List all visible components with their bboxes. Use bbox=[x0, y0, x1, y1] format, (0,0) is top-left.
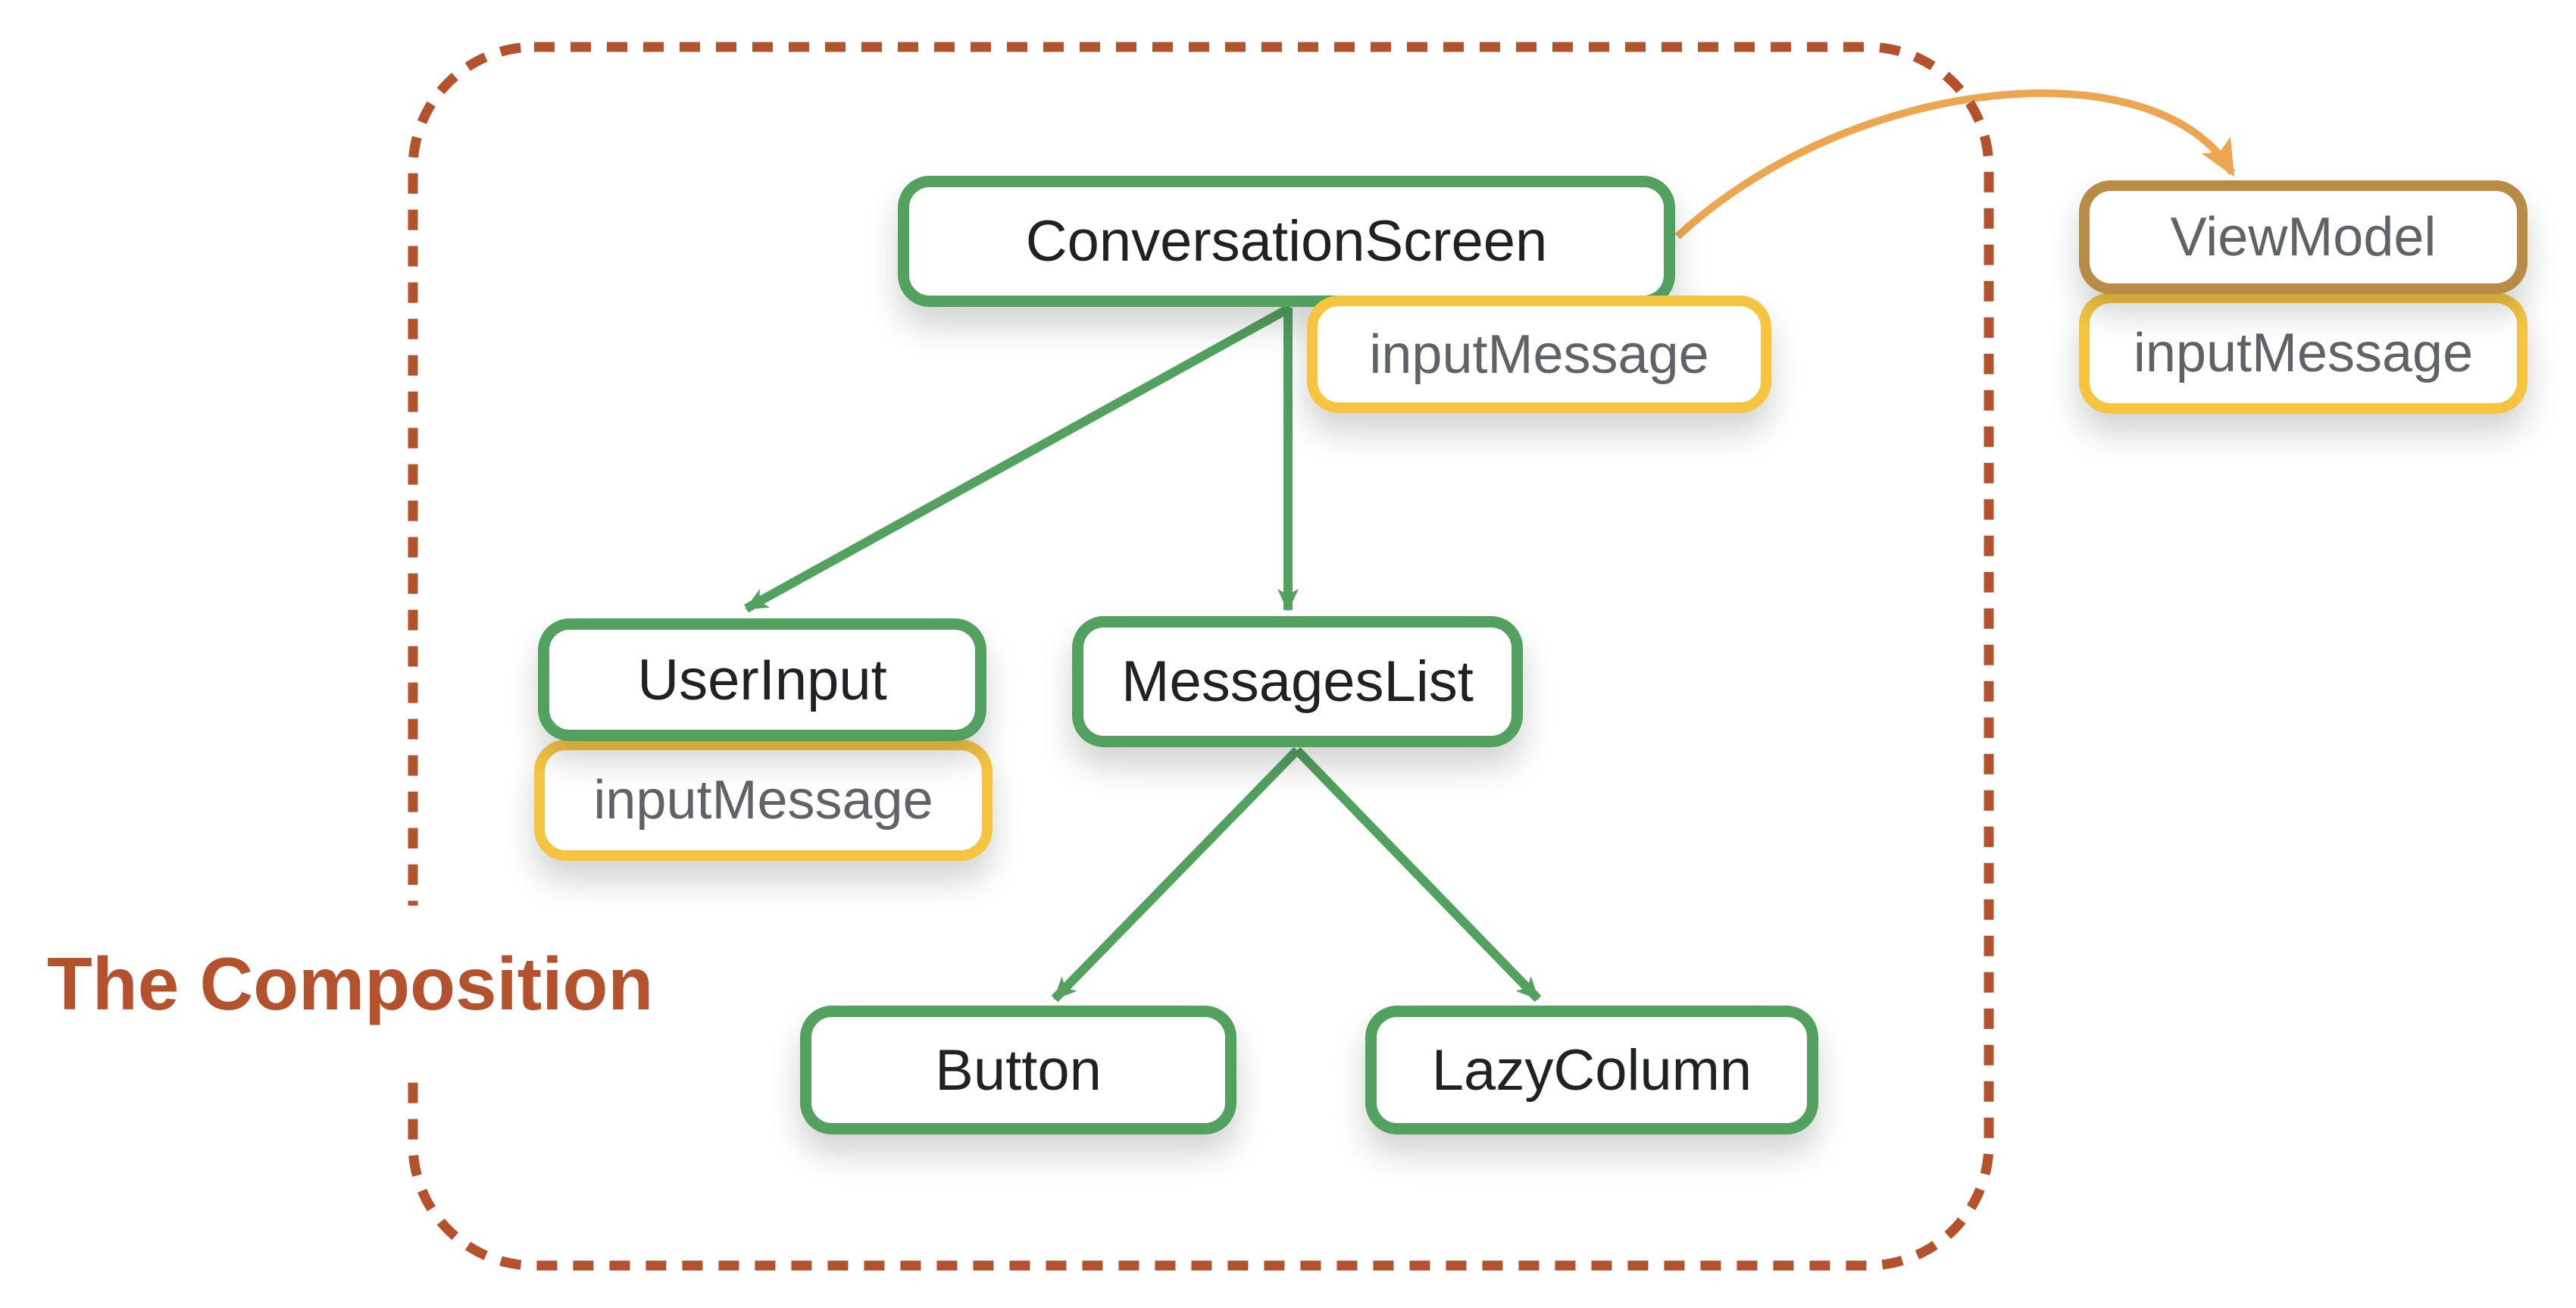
node-button: Button bbox=[800, 1006, 1236, 1134]
region-title: The Composition bbox=[47, 906, 684, 1071]
node-button-label: Button bbox=[935, 1037, 1102, 1103]
node-view-model-label: ViewModel bbox=[2170, 207, 2437, 268]
node-lazy-column: LazyColumn bbox=[1365, 1006, 1818, 1134]
node-user-input-label: UserInput bbox=[637, 647, 887, 712]
edge-messageslist-to-lazycolumn bbox=[1293, 746, 1542, 1003]
node-user-input: UserInput bbox=[538, 618, 986, 741]
edge-messageslist-to-button bbox=[1051, 746, 1301, 1003]
node-conversation-screen: ConversationScreen bbox=[898, 176, 1675, 307]
node-messages-list: MessagesList bbox=[1072, 616, 1523, 747]
node-messages-list-label: MessagesList bbox=[1121, 649, 1474, 714]
node-conversation-screen-state-label: inputMessage bbox=[1369, 324, 1709, 385]
node-view-model-state: inputMessage bbox=[2079, 293, 2528, 414]
composition-boundary-dashed-border bbox=[408, 42, 1994, 1271]
node-view-model-state-label: inputMessage bbox=[2133, 323, 2474, 383]
node-conversation-screen-state: inputMessage bbox=[1307, 296, 1771, 413]
node-user-input-state-label: inputMessage bbox=[593, 770, 933, 831]
edge-conversationscreen-to-viewmodel bbox=[1674, 89, 2236, 239]
node-view-model: ViewModel bbox=[2079, 180, 2528, 294]
edge-conversationscreen-to-userinput bbox=[744, 303, 1293, 613]
node-lazy-column-label: LazyColumn bbox=[1431, 1037, 1752, 1103]
node-user-input-state: inputMessage bbox=[534, 740, 993, 861]
node-conversation-screen-label: ConversationScreen bbox=[1025, 209, 1548, 274]
